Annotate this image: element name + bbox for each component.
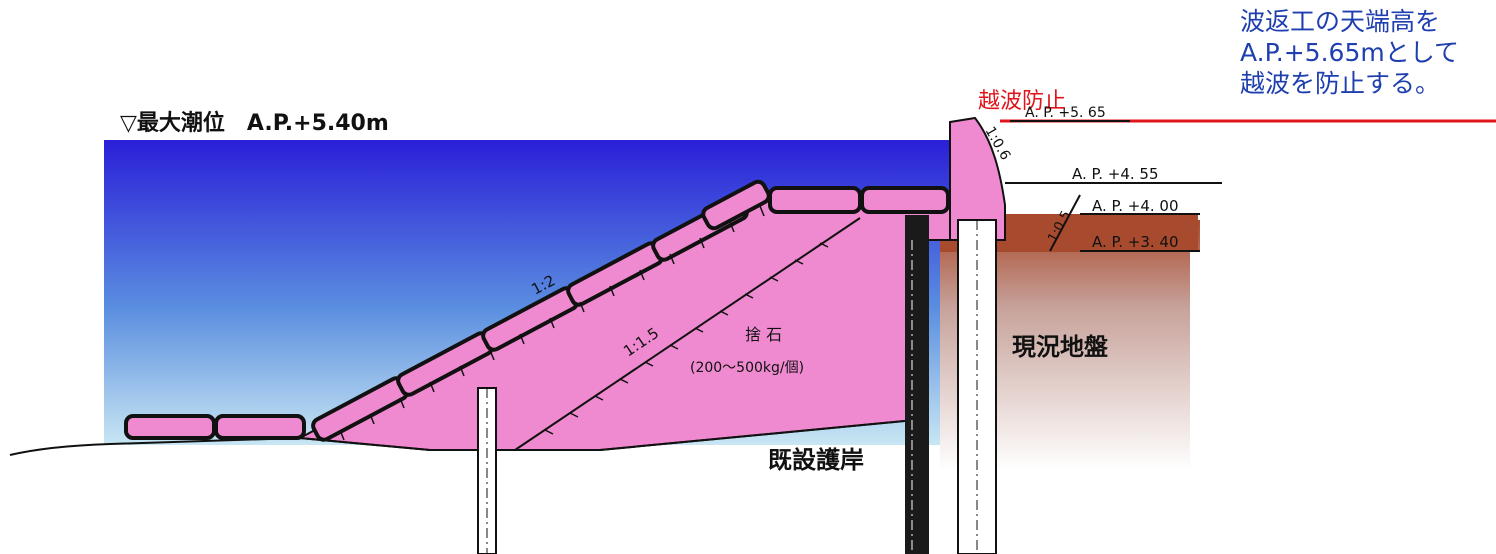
ap-340-label: A. P. +3. 40	[1092, 233, 1179, 251]
annotation-line-3: 越波を防止する。	[1240, 69, 1441, 98]
existing-ground-label: 現況地盤	[1012, 333, 1109, 361]
crest-height-annotation: 波返工の天端高を A.P.+5.65mとして 越波を防止する。	[1240, 6, 1496, 99]
armor-block	[124, 414, 216, 440]
overtopping-label: 越波防止	[978, 89, 1066, 114]
existing-ground	[940, 220, 1200, 470]
inner-slope-line	[514, 217, 861, 451]
max-tide-label: ▽最大潮位 A.P.+5.40m	[120, 110, 389, 136]
rubble-label: 捨 石	[745, 325, 782, 344]
existing-revetment-label: 既設護岸	[768, 446, 864, 474]
armor-block	[214, 414, 306, 440]
armor-block	[768, 186, 862, 214]
armor-block	[701, 179, 771, 231]
existing-sheet-pile	[905, 215, 929, 554]
slope-hatch	[339, 205, 829, 441]
annotation-line-1: 波返工の天端高を	[1240, 7, 1441, 36]
ap-565-label: A. P. +5. 65	[1025, 105, 1106, 121]
armor-block	[860, 186, 950, 214]
rubble-weight-label: (200～500kg/個)	[690, 360, 804, 376]
armor-blocks	[124, 179, 950, 442]
ap-400-label: A. P. +4. 00	[1092, 197, 1179, 215]
parapet-wall	[949, 116, 1006, 241]
annotation-line-2: A.P.+5.65mとして	[1240, 38, 1459, 67]
ap-455-label: A. P. +4. 55	[1072, 165, 1159, 183]
slope-05-line	[1049, 194, 1081, 252]
